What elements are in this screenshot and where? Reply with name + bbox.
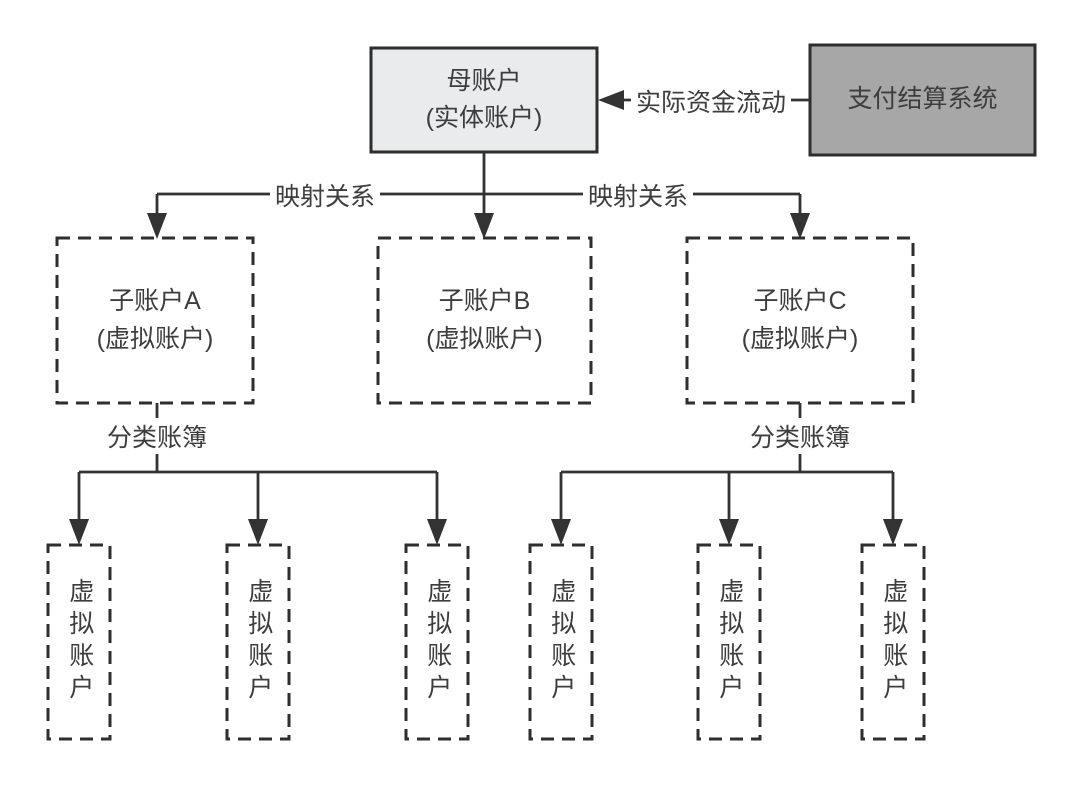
mapping-label-right: 映射关系 — [582, 177, 694, 213]
arrowhead-sub-c-icon — [790, 213, 810, 239]
virtual-account-text-1: 虚拟账户 — [65, 578, 94, 706]
virtual-account-label-1: 虚拟账户 — [48, 545, 110, 739]
virtual-account-label-2: 虚拟账户 — [227, 545, 289, 739]
virtual-account-label-6: 虚拟账户 — [862, 545, 924, 739]
sub-account-a-box — [55, 236, 255, 405]
virtual-account-box-3 — [404, 543, 470, 741]
virtual-account-label-5: 虚拟账户 — [698, 545, 760, 739]
arrowhead-sub-b-icon — [474, 213, 494, 239]
fund-flow-arrowhead-icon — [598, 90, 624, 110]
ledger-label-right: 分类账簿 — [744, 418, 856, 454]
virtual-account-box-4 — [528, 543, 594, 741]
arrowhead-virtual-2-icon — [248, 519, 268, 545]
virtual-account-box-2 — [225, 543, 291, 741]
arrowhead-virtual-1-icon — [69, 519, 89, 545]
arrowhead-virtual-5-icon — [719, 519, 739, 545]
virtual-account-text-6: 虚拟账户 — [879, 578, 908, 706]
arrowhead-virtual-4-icon — [551, 519, 571, 545]
virtual-account-text-4: 虚拟账户 — [547, 578, 576, 706]
mapping-label-left: 映射关系 — [269, 177, 381, 213]
virtual-account-label-4: 虚拟账户 — [530, 545, 592, 739]
sub-account-c-box — [685, 236, 915, 405]
settlement-system-box — [808, 43, 1037, 157]
virtual-account-box-6 — [860, 543, 926, 741]
sub-account-b-box — [376, 236, 593, 405]
virtual-account-text-2: 虚拟账户 — [244, 578, 273, 706]
ledger-label-left: 分类账簿 — [101, 418, 213, 454]
virtual-account-label-3: 虚拟账户 — [406, 545, 468, 739]
fund-flow-label: 实际资金流动 — [630, 83, 792, 119]
arrowhead-virtual-6-icon — [883, 519, 903, 545]
arrowhead-sub-a-icon — [147, 213, 167, 239]
virtual-account-text-5: 虚拟账户 — [715, 578, 744, 706]
arrowhead-virtual-3-icon — [427, 519, 447, 545]
parent-account-box — [369, 46, 599, 154]
virtual-account-text-3: 虚拟账户 — [423, 578, 452, 706]
